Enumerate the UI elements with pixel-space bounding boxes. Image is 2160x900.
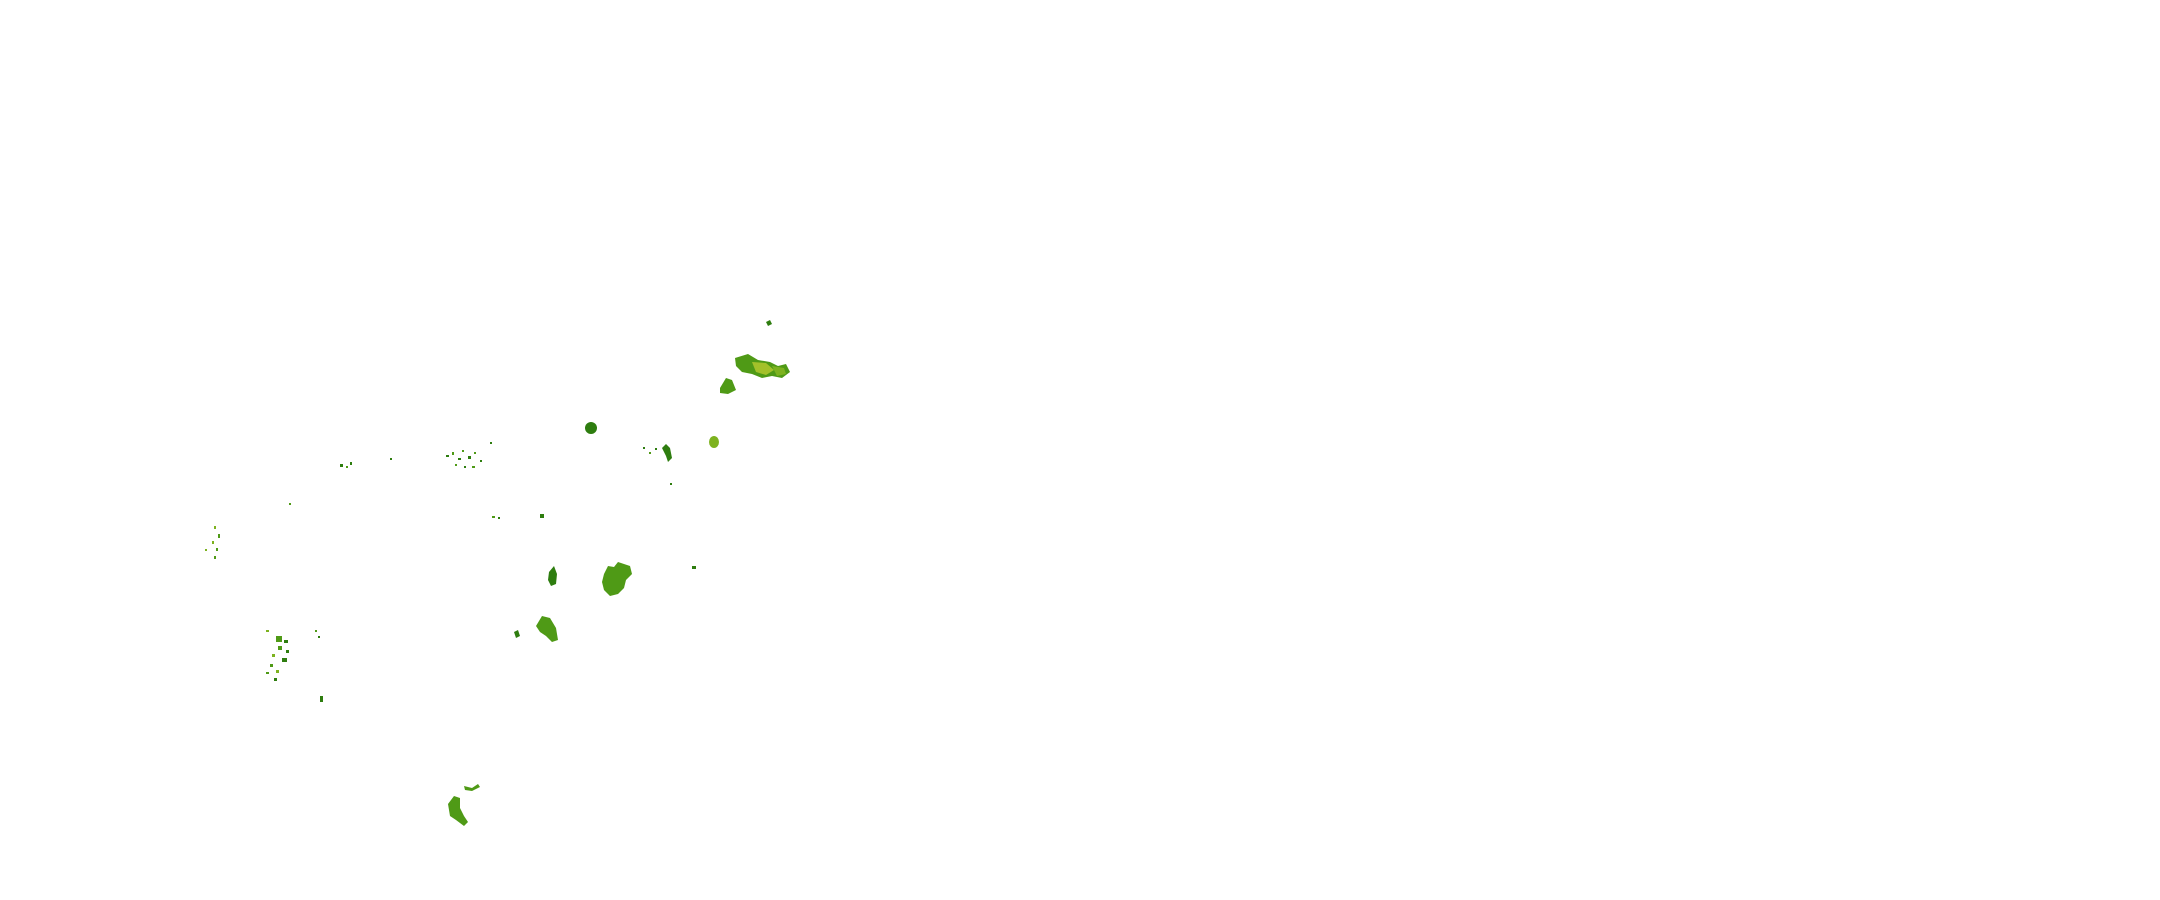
islets-scattered-southwest[interactable] [266,630,323,702]
island-large-central[interactable] [602,562,632,596]
island-lower-central[interactable] [536,616,558,642]
island-northeast-small[interactable] [720,378,736,394]
islets-scattered-mid[interactable] [446,442,672,519]
island-cluster-northeast[interactable] [735,354,790,378]
island-tiny-top[interactable] [766,320,772,326]
islets-scattered-west[interactable] [205,458,392,559]
island-arc-upper[interactable] [662,444,672,462]
island-oval-light[interactable] [709,436,719,448]
islet-lower-central-left[interactable] [514,630,520,638]
island-dot-east[interactable] [692,566,696,569]
island-small-central[interactable] [548,566,557,586]
islet-south-arc[interactable] [464,784,480,791]
island-south[interactable] [448,796,468,826]
island-round-upper[interactable] [585,422,597,434]
